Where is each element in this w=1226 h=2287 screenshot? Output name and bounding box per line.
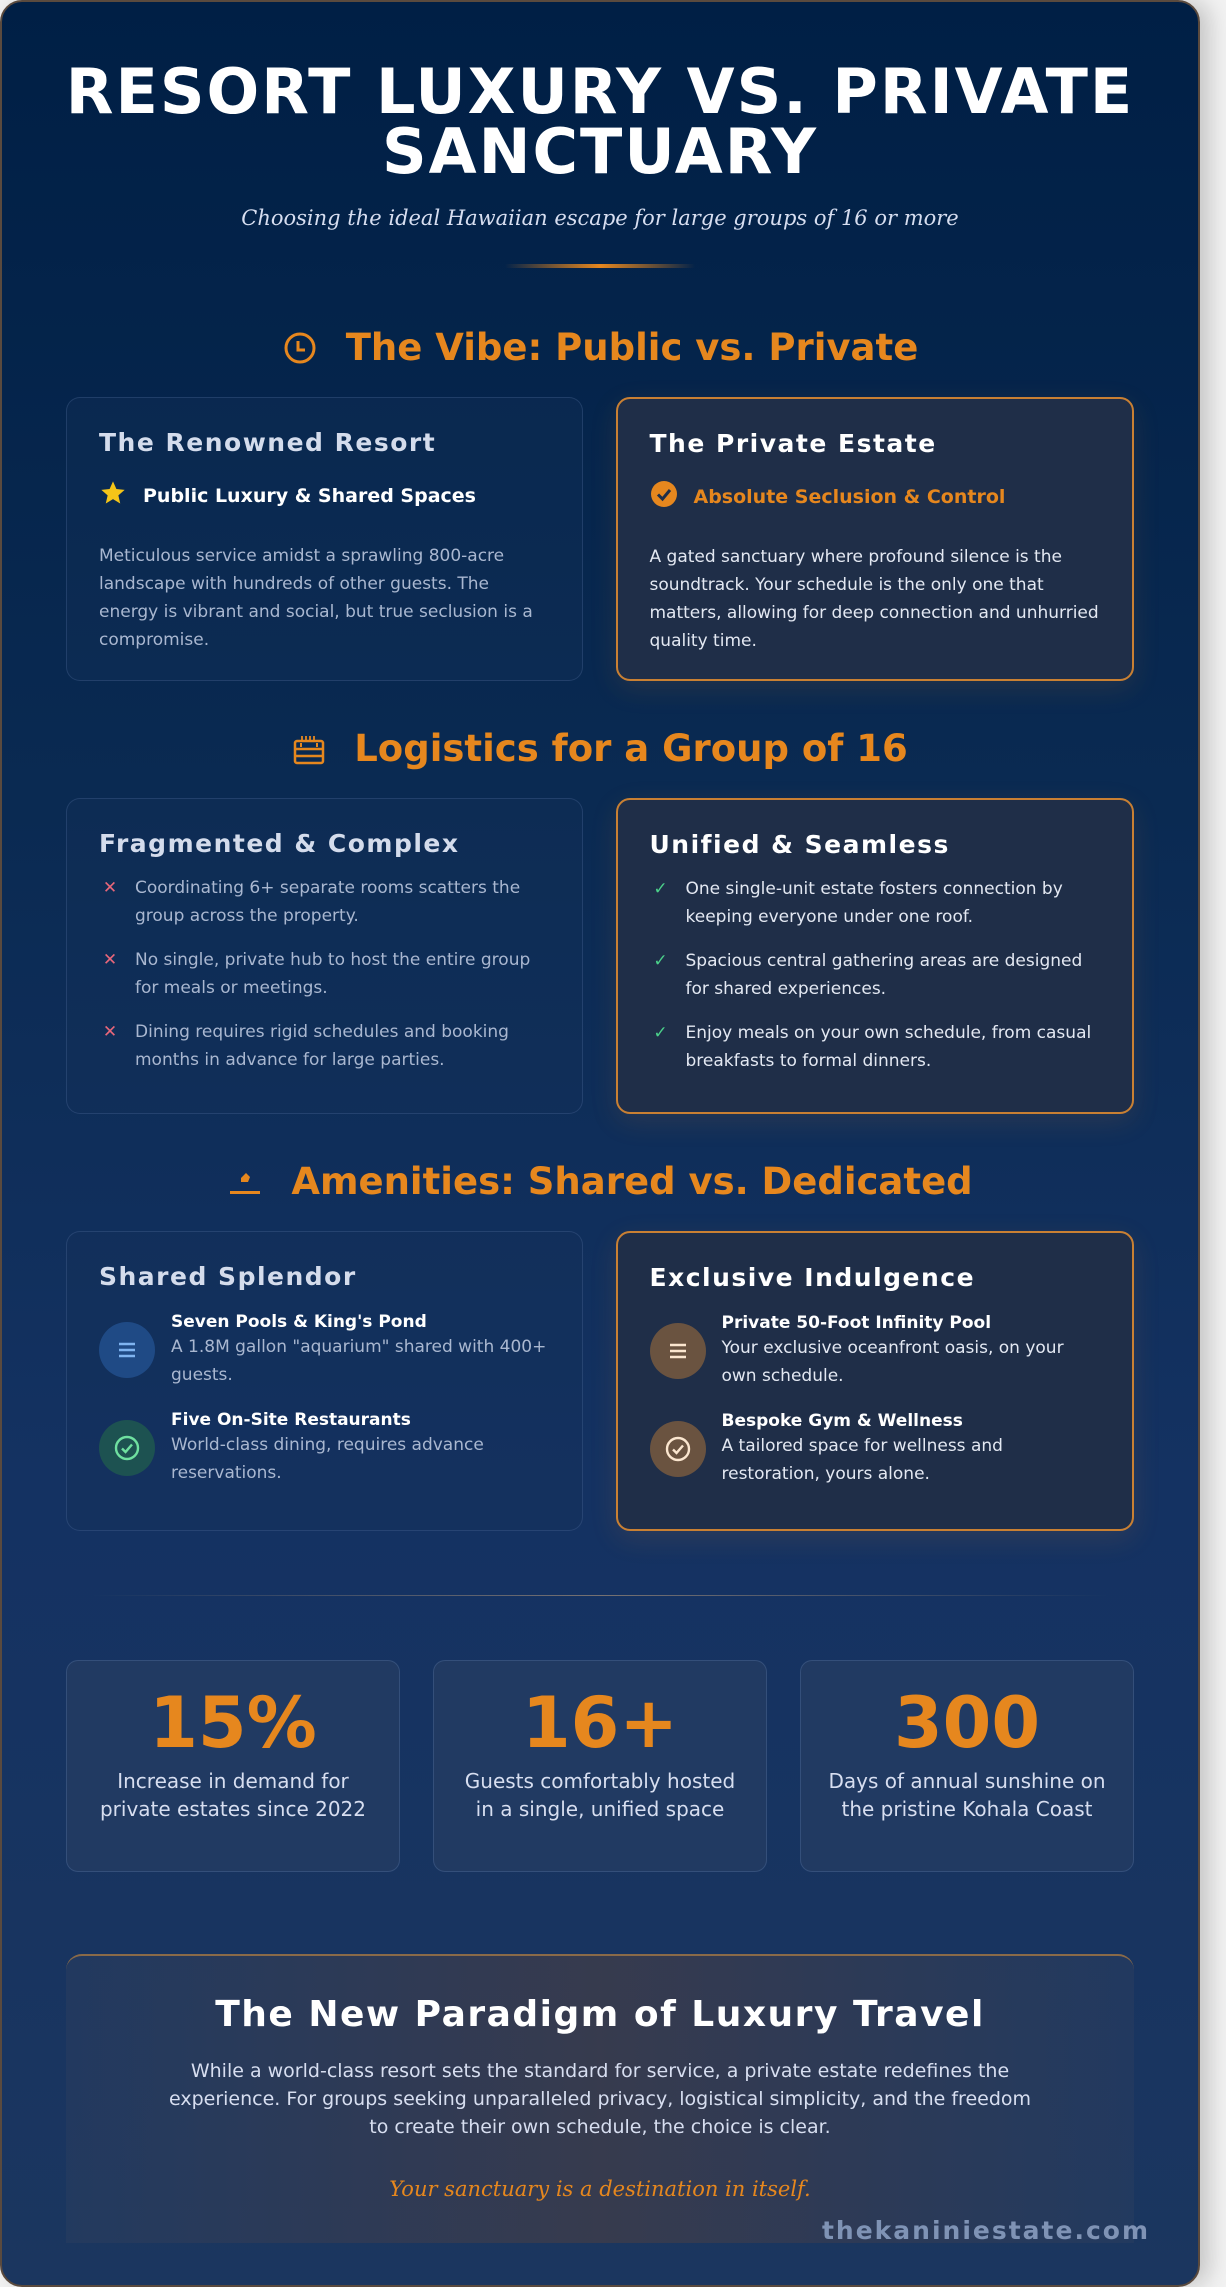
card-body: A gated sanctuary where profound silence… [649,547,1099,651]
card-title: Shared Splendor [99,1262,357,1291]
conclusion-quote: Your sanctuary is a destination in itsel… [389,2177,811,2201]
building-icon [292,732,326,766]
section-divider [92,1595,1108,1596]
page-title: RESORT LUXURY VS. PRIVATE SANCTUARY [65,55,1135,188]
estate-card: The Private Estate Absolute Seclusion & … [615,397,1134,681]
section-heading: Amenities: Shared vs. Dedicated [2,1160,1198,1203]
card-title: Fragmented & Complex [99,829,460,858]
conclusion-title: The New Paradigm of Luxury Travel [215,1994,985,2035]
conclusion-text: While a world-class resort sets the stan… [168,2060,1032,2138]
card-title: Unified & Seamless [649,830,950,859]
check-circle-icon [99,1420,155,1476]
tagline: Absolute Seclusion & Control [650,480,1101,513]
check-icon: ✓ [653,1023,668,1043]
section-heading: The Vibe: Public vs. Private [2,326,1198,369]
amenity-item: Bespoke Gym & Wellness A tailored space … [649,1410,1101,1488]
clock-icon [282,330,318,366]
conclusion: The New Paradigm of Luxury Travel While … [66,1954,1134,2243]
list-item: ✓One single-unit estate fosters connecti… [650,875,1101,931]
check-icon: ✓ [653,951,668,971]
check-circle-icon [650,480,678,513]
pen-icon [227,1164,263,1200]
stat-value: 300 [893,1682,1041,1764]
list-item: ✕Dining requires rigid schedules and boo… [99,1018,550,1074]
check-icon: ✓ [653,879,668,899]
amenity-item: Five On-Site Restaurants World-class din… [99,1409,550,1487]
check-circle-icon [649,1421,706,1477]
stat-label: Guests comfortably hosted in a single, u… [464,1769,736,1821]
list-item: ✓Spacious central gathering areas are de… [650,947,1101,1003]
waves-icon [99,1322,155,1378]
benefits-list: ✓One single-unit estate fosters connecti… [650,875,1101,1075]
header: RESORT LUXURY VS. PRIVATE SANCTUARY Choo… [2,2,1198,268]
x-icon: ✕ [102,950,118,970]
stats-row: 15% Increase in demand for private estat… [2,1660,1198,1872]
card-title: Exclusive Indulgence [649,1263,976,1292]
brand-link[interactable]: thekaniniestate.com [821,2216,1150,2245]
card-body: Meticulous service amidst a sprawling 80… [99,546,533,650]
estate-card: Exclusive Indulgence Private 50-Foot Inf… [615,1231,1134,1531]
amenity-item: Seven Pools & King's Pond A 1.8M gallon … [99,1311,550,1389]
card-title: The Private Estate [649,429,937,458]
section-logistics: Logistics for a Group of 16 Fragmented &… [2,727,1198,1114]
stat-label: Days of annual sunshine on the pristine … [828,1769,1106,1821]
accent-divider [505,264,695,268]
amenity-item: Private 50-Foot Infinity Pool Your exclu… [649,1312,1101,1390]
star-icon [99,479,127,512]
x-icon: ✕ [102,878,118,898]
list-item: ✕No single, private hub to host the enti… [99,946,550,1002]
section-heading: Logistics for a Group of 16 [2,727,1198,770]
stat-card: 16+ Guests comfortably hosted in a singl… [433,1660,767,1872]
stat-label: Increase in demand for private estates s… [99,1769,367,1821]
stat-card: 300 Days of annual sunshine on the prist… [800,1660,1134,1872]
waves-icon [649,1323,706,1379]
infographic: RESORT LUXURY VS. PRIVATE SANCTUARY Choo… [0,0,1200,2287]
resort-card: The Renowned Resort Public Luxury & Shar… [66,397,583,681]
resort-card: Fragmented & Complex ✕Coordinating 6+ se… [66,798,583,1114]
section-amenities: Amenities: Shared vs. Dedicated Shared S… [2,1160,1198,1531]
list-item: ✕Coordinating 6+ separate rooms scatters… [99,874,550,930]
card-title: The Renowned Resort [99,428,437,457]
resort-card: Shared Splendor Seven Pools & King's Pon… [66,1231,583,1531]
x-icon: ✕ [102,1022,118,1042]
page-subtitle: Choosing the ideal Hawaiian escape for l… [241,206,959,230]
tagline: Public Luxury & Shared Spaces [99,479,550,512]
drawbacks-list: ✕Coordinating 6+ separate rooms scatters… [99,874,550,1074]
list-item: ✓Enjoy meals on your own schedule, from … [650,1019,1101,1075]
section-vibe: The Vibe: Public vs. Private The Renowne… [2,326,1198,681]
stat-card: 15% Increase in demand for private estat… [66,1660,400,1872]
stat-value: 16+ [521,1682,679,1764]
stat-value: 15% [149,1682,317,1764]
estate-card: Unified & Seamless ✓One single-unit esta… [615,798,1134,1114]
